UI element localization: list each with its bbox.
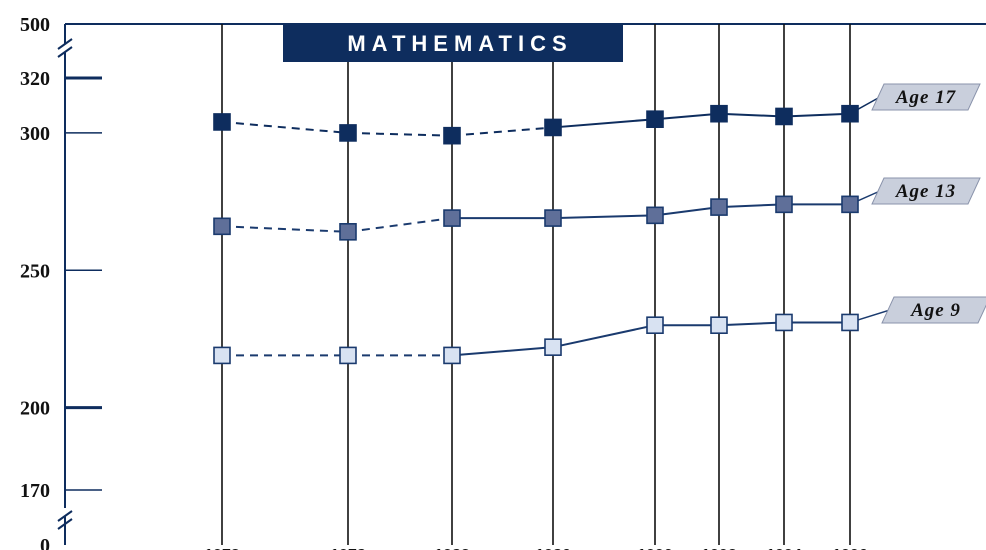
x-tick-label: 1978 [330, 547, 366, 550]
data-point-marker [775, 313, 793, 332]
series-segment [654, 112, 720, 121]
series-segment [552, 324, 656, 349]
title-banner [283, 24, 623, 62]
x-tick-label: 1992 [701, 547, 737, 550]
data-point-marker [710, 104, 728, 123]
series-tag-age-13: Age 13 [871, 177, 981, 205]
series-segment [451, 126, 554, 137]
series-tag-label: Age 17 [895, 87, 957, 108]
series-tag-shape [871, 83, 981, 111]
data-point-marker [841, 313, 859, 332]
axis-break-bottom [57, 510, 73, 530]
data-point-marker [443, 126, 461, 145]
data-point-marker [213, 346, 231, 365]
series-layer [213, 96, 891, 365]
data-point-marker [710, 198, 728, 216]
series-segment [718, 112, 785, 118]
data-point-marker [841, 195, 859, 214]
y-tick-label: 320 [20, 68, 50, 90]
series-tag-label: Age 9 [910, 300, 961, 321]
y-tick-label: 200 [20, 398, 50, 420]
y-tick-label: 170 [20, 480, 50, 502]
series-age-9 [213, 309, 891, 365]
axis-layer: 500 320 300 250 200 170 0 1973 1978 1982 1986 1990 1… [20, 14, 986, 550]
data-point-marker [339, 346, 357, 365]
data-point-marker [339, 124, 357, 142]
series-tag-age-9: Age 9 [881, 296, 986, 324]
data-point-marker [775, 107, 793, 126]
x-tick-label: 1973 [204, 547, 240, 550]
series-segment [552, 118, 656, 129]
series-segment [221, 120, 349, 134]
y-tick-label: 250 [20, 260, 50, 282]
data-point-marker [443, 346, 461, 365]
title-layer: MATHEMATICS [283, 24, 623, 62]
data-point-marker [646, 316, 664, 335]
series-tag-layer: Age 17 Age 13 Age 9 [871, 83, 986, 324]
series-segment [552, 214, 656, 220]
series-segment [221, 225, 349, 233]
chart-title: MATHEMATICS [347, 31, 572, 56]
y-tick-label: 0 [40, 535, 50, 550]
x-tick-label: 1986 [535, 547, 571, 550]
y-tick-label: 500 [20, 14, 50, 36]
data-point-marker [544, 209, 562, 227]
series-segment [718, 203, 785, 209]
x-tick-label: 1996 [832, 547, 868, 550]
data-point-marker [646, 110, 664, 128]
x-tick-label: 1990 [637, 547, 673, 550]
series-segment [451, 346, 554, 357]
x-tick-label: 1994 [766, 547, 802, 550]
series-segment [347, 131, 453, 137]
series-age-17 [213, 96, 881, 145]
data-point-marker [443, 209, 461, 227]
series-tag-age-17: Age 17 [871, 83, 981, 111]
series-segment [654, 206, 720, 217]
data-point-marker [544, 338, 562, 356]
series-segment [718, 321, 785, 327]
x-tick-label: 1982 [434, 547, 470, 550]
series-tag-shape [871, 177, 981, 205]
data-point-marker [213, 113, 231, 131]
y-tick-label: 300 [20, 123, 50, 145]
axis-break-top [57, 38, 73, 58]
series-age-13 [213, 190, 881, 241]
series-segment [783, 112, 851, 118]
data-point-marker [339, 223, 357, 241]
series-tag-label: Age 13 [895, 181, 956, 202]
grid-layer [221, 24, 851, 545]
data-point-marker [841, 104, 859, 123]
data-point-marker [544, 118, 562, 137]
data-point-marker [775, 195, 793, 214]
data-point-marker [646, 206, 664, 225]
series-tag-shape [881, 296, 986, 324]
data-point-marker [213, 217, 231, 236]
series-segment [347, 217, 453, 233]
data-point-marker [710, 316, 728, 335]
